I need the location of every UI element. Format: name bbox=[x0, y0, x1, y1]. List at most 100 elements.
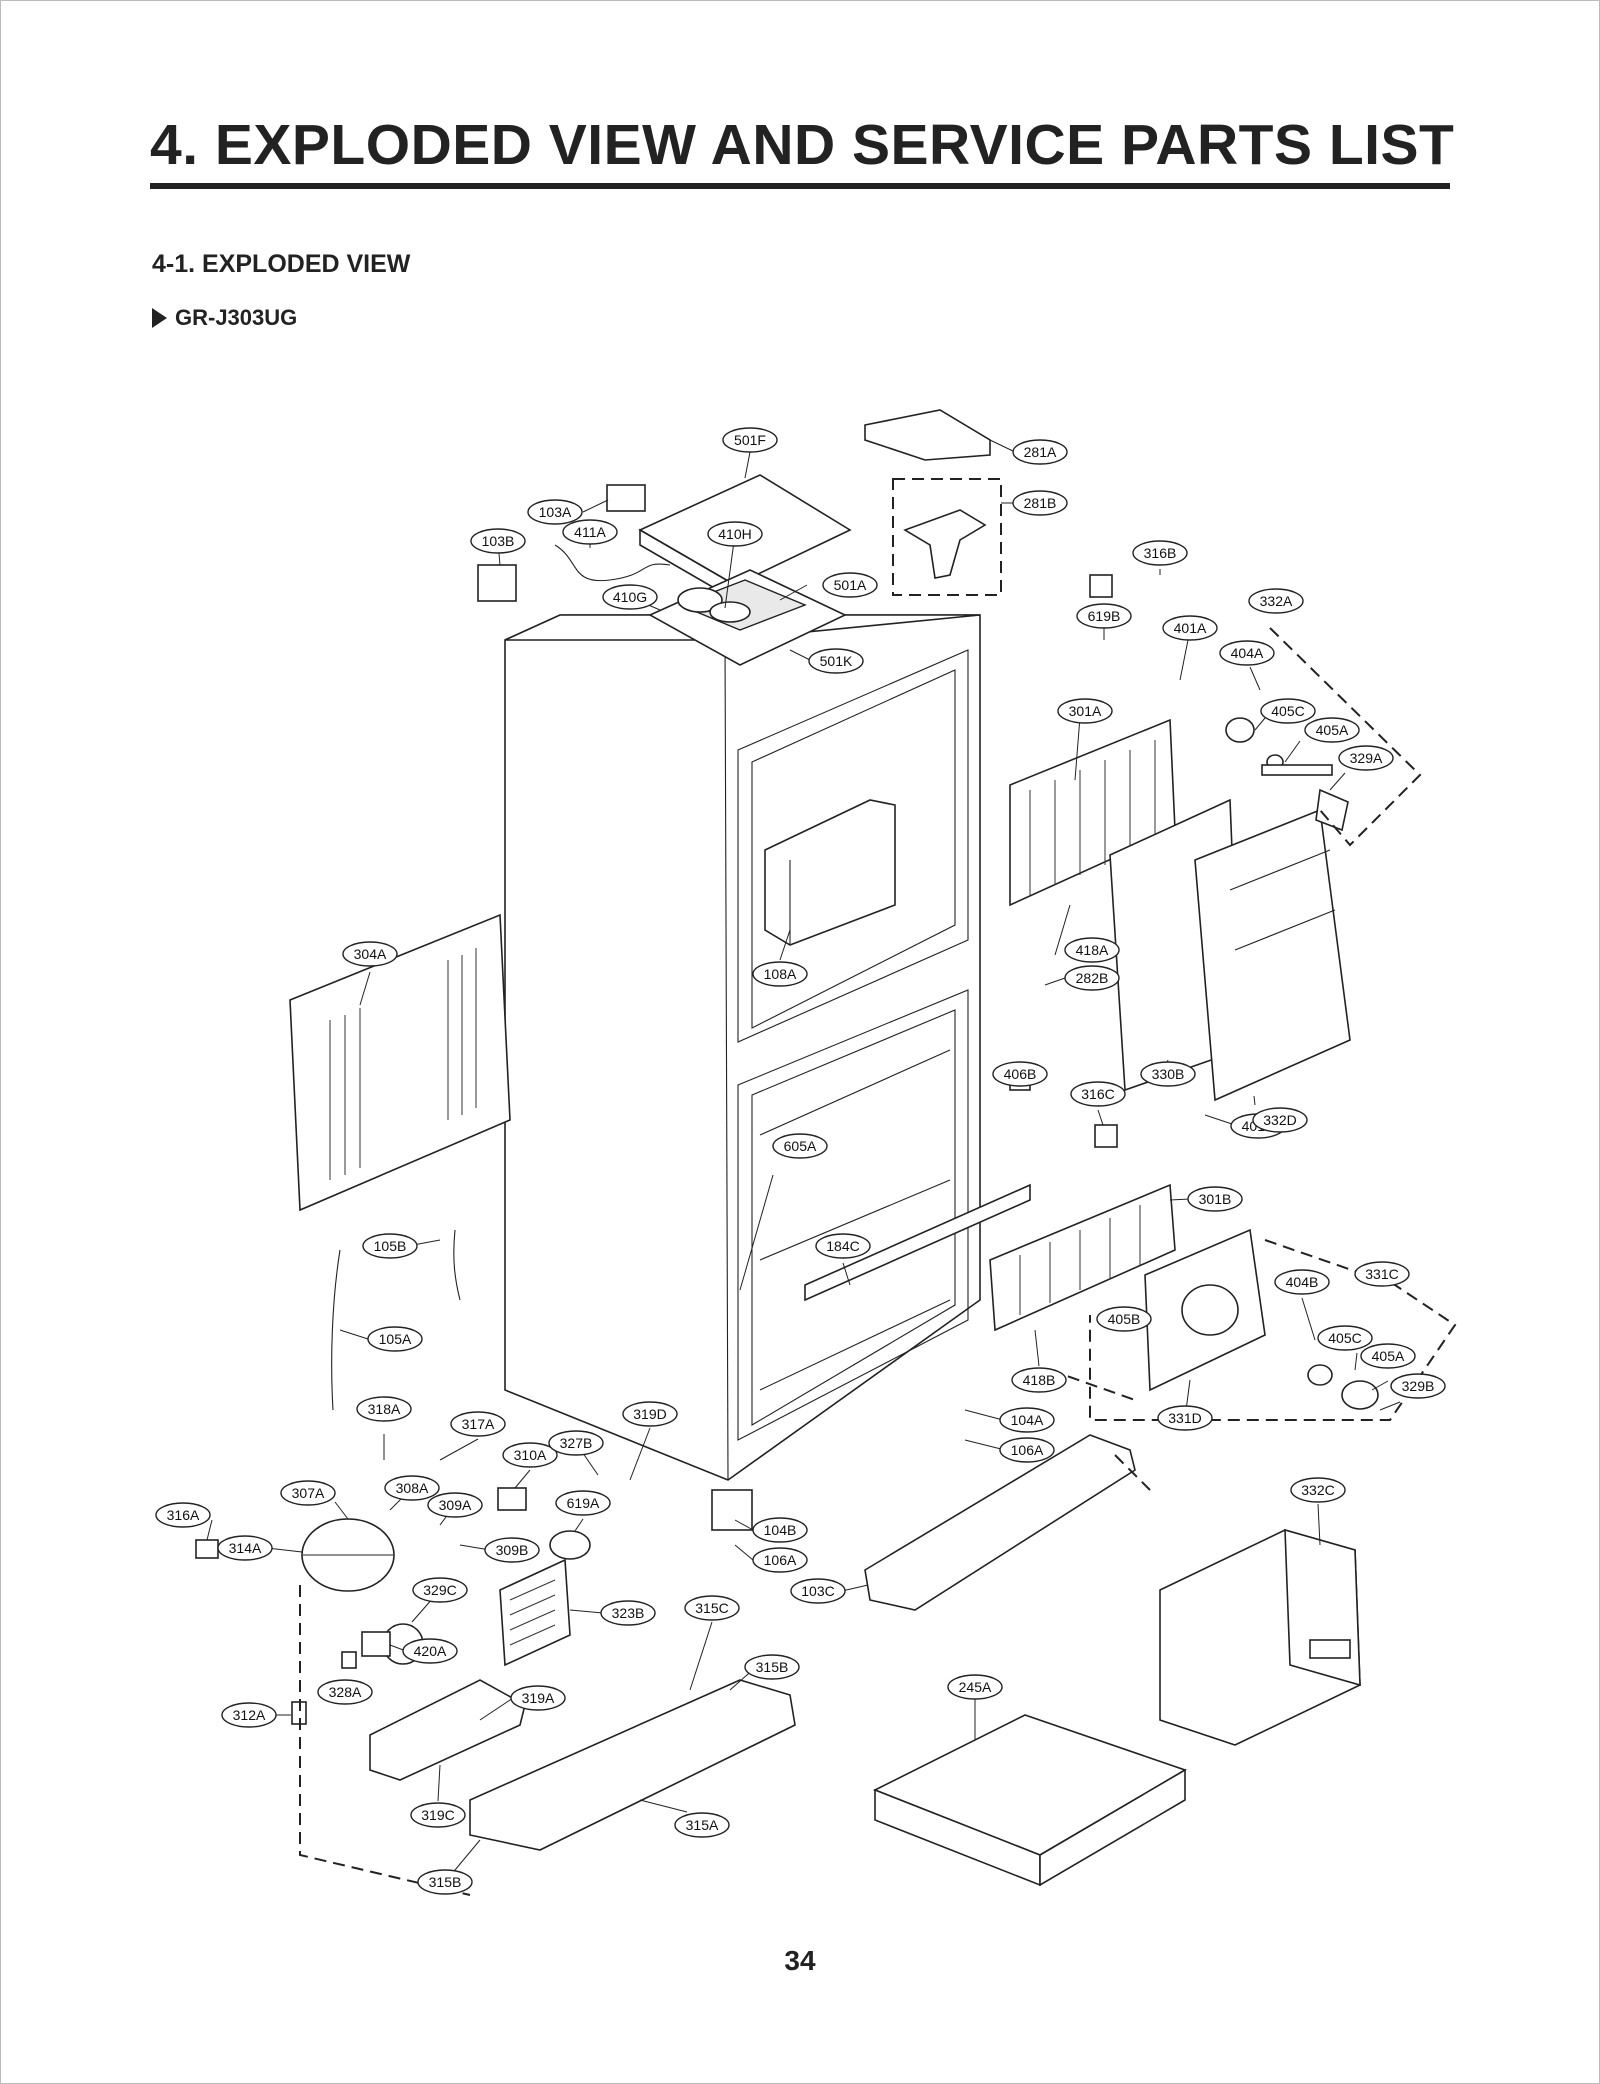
callout-405B: 405B bbox=[1096, 1306, 1152, 1332]
svg-text:411A: 411A bbox=[574, 524, 606, 540]
callout-319D: 319D bbox=[622, 1401, 678, 1427]
svg-text:105B: 105B bbox=[374, 1238, 407, 1254]
callout-332C: 332C bbox=[1290, 1477, 1346, 1503]
svg-text:410G: 410G bbox=[613, 589, 647, 605]
svg-text:331D: 331D bbox=[1168, 1410, 1201, 1426]
callout-418B: 418B bbox=[1011, 1367, 1067, 1393]
svg-text:605A: 605A bbox=[784, 1138, 817, 1154]
callout-331C: 331C bbox=[1354, 1261, 1410, 1287]
callout-312A: 312A bbox=[221, 1702, 277, 1728]
svg-text:104B: 104B bbox=[764, 1522, 797, 1538]
svg-text:619A: 619A bbox=[567, 1495, 600, 1511]
callout-405C-b: 405C bbox=[1317, 1325, 1373, 1351]
callout-316A: 316A bbox=[155, 1502, 211, 1528]
svg-text:406B: 406B bbox=[1004, 1066, 1037, 1082]
svg-text:106A: 106A bbox=[1011, 1442, 1044, 1458]
callout-619B: 619B bbox=[1076, 603, 1132, 629]
callout-605A: 605A bbox=[772, 1133, 828, 1159]
svg-text:307A: 307A bbox=[292, 1485, 325, 1501]
svg-text:315B: 315B bbox=[756, 1659, 789, 1675]
callout-329A: 329A bbox=[1338, 745, 1394, 771]
title-rule bbox=[150, 183, 1450, 189]
freezer-evaporator-illustration bbox=[1009, 574, 1351, 1102]
callout-315B: 315B bbox=[744, 1654, 800, 1680]
callout-308A: 308A bbox=[384, 1475, 440, 1501]
svg-text:310A: 310A bbox=[514, 1447, 547, 1463]
svg-text:308A: 308A bbox=[396, 1480, 429, 1496]
svg-text:404A: 404A bbox=[1231, 645, 1264, 661]
callout-310A: 310A bbox=[502, 1442, 558, 1468]
svg-text:301B: 301B bbox=[1199, 1191, 1232, 1207]
svg-text:104A: 104A bbox=[1011, 1412, 1044, 1428]
svg-text:304A: 304A bbox=[354, 946, 387, 962]
fan-group-enclosure-a bbox=[1269, 627, 1422, 847]
svg-text:501A: 501A bbox=[834, 577, 867, 593]
svg-text:501F: 501F bbox=[734, 432, 766, 448]
callout-309B: 309B bbox=[484, 1537, 540, 1563]
callout-309A: 309A bbox=[427, 1492, 483, 1518]
hinge-group-box bbox=[892, 478, 1002, 596]
callout-332D: 332D bbox=[1252, 1107, 1308, 1133]
svg-text:329C: 329C bbox=[423, 1582, 456, 1598]
callout-410G: 410G bbox=[602, 584, 658, 610]
leader-lines bbox=[206, 439, 1401, 1883]
dashed-leader-fridge bbox=[1049, 1369, 1136, 1401]
machine-room-illustration bbox=[195, 1229, 796, 1851]
svg-text:314A: 314A bbox=[229, 1540, 262, 1556]
svg-text:312A: 312A bbox=[233, 1707, 266, 1723]
svg-text:319C: 319C bbox=[421, 1807, 454, 1823]
callout-329C: 329C bbox=[412, 1577, 468, 1603]
svg-text:619B: 619B bbox=[1088, 608, 1121, 624]
callout-319C: 319C bbox=[410, 1802, 466, 1828]
svg-text:309A: 309A bbox=[439, 1497, 472, 1513]
svg-text:103C: 103C bbox=[801, 1583, 834, 1599]
callout-301A: 301A bbox=[1057, 698, 1113, 724]
callout-331D: 331D bbox=[1157, 1405, 1213, 1431]
svg-text:327B: 327B bbox=[560, 1435, 593, 1451]
callout-304A: 304A bbox=[342, 941, 398, 967]
callout-420A: 420A bbox=[402, 1638, 458, 1664]
svg-text:420A: 420A bbox=[414, 1643, 447, 1659]
cabinet-illustration bbox=[504, 614, 1031, 1481]
callout-501F: 501F bbox=[722, 427, 778, 453]
svg-text:318A: 318A bbox=[368, 1401, 401, 1417]
callout-103C: 103C bbox=[790, 1578, 846, 1604]
svg-text:329A: 329A bbox=[1350, 750, 1383, 766]
callout-245A: 245A bbox=[947, 1674, 1003, 1700]
callout-411A: 411A bbox=[562, 519, 618, 545]
callout-405C: 405C bbox=[1260, 698, 1316, 724]
svg-text:316C: 316C bbox=[1081, 1086, 1114, 1102]
svg-text:405A: 405A bbox=[1372, 1348, 1405, 1364]
svg-text:184C: 184C bbox=[826, 1238, 859, 1254]
svg-text:404B: 404B bbox=[1286, 1274, 1319, 1290]
section-title: 4-1. EXPLODED VIEW bbox=[152, 250, 411, 278]
callout-315B-b: 315B bbox=[417, 1869, 473, 1895]
callout-406B: 406B bbox=[992, 1061, 1048, 1087]
svg-text:331C: 331C bbox=[1365, 1266, 1398, 1282]
svg-text:332D: 332D bbox=[1263, 1112, 1296, 1128]
callout-410H: 410H bbox=[707, 521, 763, 547]
svg-text:323B: 323B bbox=[612, 1605, 645, 1621]
callout-332A: 332A bbox=[1248, 588, 1304, 614]
callout-401A: 401A bbox=[1162, 615, 1218, 641]
fridge-evaporator-illustration bbox=[989, 1069, 1379, 1410]
svg-text:315C: 315C bbox=[695, 1600, 728, 1616]
svg-text:332C: 332C bbox=[1301, 1482, 1334, 1498]
callout-323B: 323B bbox=[600, 1600, 656, 1626]
svg-text:418B: 418B bbox=[1023, 1372, 1056, 1388]
triangle-bullet-icon bbox=[152, 308, 167, 328]
callout-184C: 184C bbox=[815, 1233, 871, 1259]
callout-405A: 405A bbox=[1304, 717, 1360, 743]
svg-text:105A: 105A bbox=[379, 1331, 412, 1347]
callout-103B: 103B bbox=[470, 528, 526, 554]
svg-text:315B: 315B bbox=[429, 1874, 462, 1890]
callout-404A: 404A bbox=[1219, 640, 1275, 666]
callout-405A-b: 405A bbox=[1360, 1343, 1416, 1369]
callout-105B: 105B bbox=[362, 1233, 418, 1259]
page-title: 4. EXPLODED VIEW AND SERVICE PARTS LIST bbox=[150, 113, 1455, 177]
svg-text:106A: 106A bbox=[764, 1552, 797, 1568]
svg-text:330B: 330B bbox=[1152, 1066, 1185, 1082]
callout-108A: 108A bbox=[752, 961, 808, 987]
callout-281A: 281A bbox=[1012, 439, 1068, 465]
